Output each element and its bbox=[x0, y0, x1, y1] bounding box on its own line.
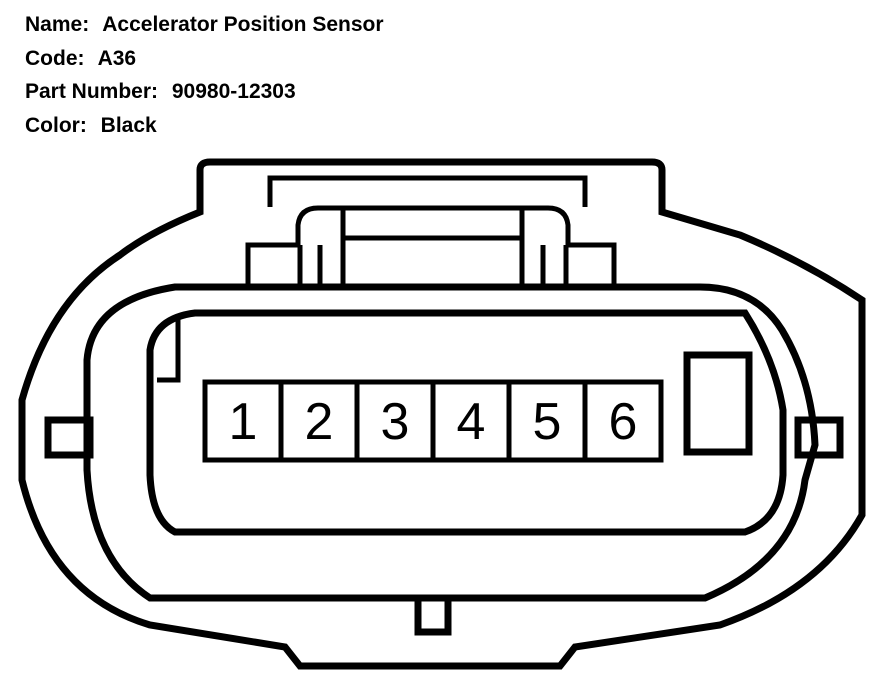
pin-number-1: 1 bbox=[229, 393, 258, 451]
pin-cell-6 bbox=[582, 379, 664, 463]
color-label: Color: bbox=[25, 113, 87, 137]
side-tab-left bbox=[44, 416, 94, 459]
part-number-value: 90980-12303 bbox=[171, 80, 296, 103]
side-tab-right bbox=[794, 416, 844, 459]
pin-cell-5 bbox=[506, 379, 588, 463]
bottom-tab bbox=[414, 598, 452, 636]
name-label: Name: bbox=[25, 13, 90, 36]
connector-housing-outline bbox=[18, 158, 866, 670]
pin-number-6: 6 bbox=[609, 393, 638, 451]
code-row: Code: A36 bbox=[25, 42, 384, 76]
pin-number-3: 3 bbox=[381, 393, 410, 451]
latch-block bbox=[245, 205, 617, 285]
pin-number-2: 2 bbox=[305, 393, 334, 451]
color-row: Color: Black bbox=[25, 109, 384, 143]
inner-shell bbox=[83, 283, 819, 602]
code-label: Code: bbox=[25, 46, 85, 70]
pin-number-4: 4 bbox=[457, 393, 486, 451]
code-value: A36 bbox=[97, 46, 137, 70]
name-value: Accelerator Position Sensor bbox=[102, 13, 384, 36]
latch-recess bbox=[267, 175, 588, 207]
keyway-notch bbox=[157, 315, 181, 383]
part-number-row: Part Number: 90980-12303 bbox=[25, 75, 384, 109]
pin-number-5: 5 bbox=[533, 393, 562, 451]
name-row: Name: Accelerator Position Sensor bbox=[25, 8, 384, 42]
pin-cavity bbox=[146, 309, 787, 536]
color-value: Black bbox=[100, 113, 157, 137]
connector-info: Name: Accelerator Position Sensor Code: … bbox=[25, 8, 384, 142]
pin-cell-1 bbox=[202, 379, 284, 463]
lock-block bbox=[683, 351, 753, 456]
part-number-label: Part Number: bbox=[25, 80, 159, 103]
